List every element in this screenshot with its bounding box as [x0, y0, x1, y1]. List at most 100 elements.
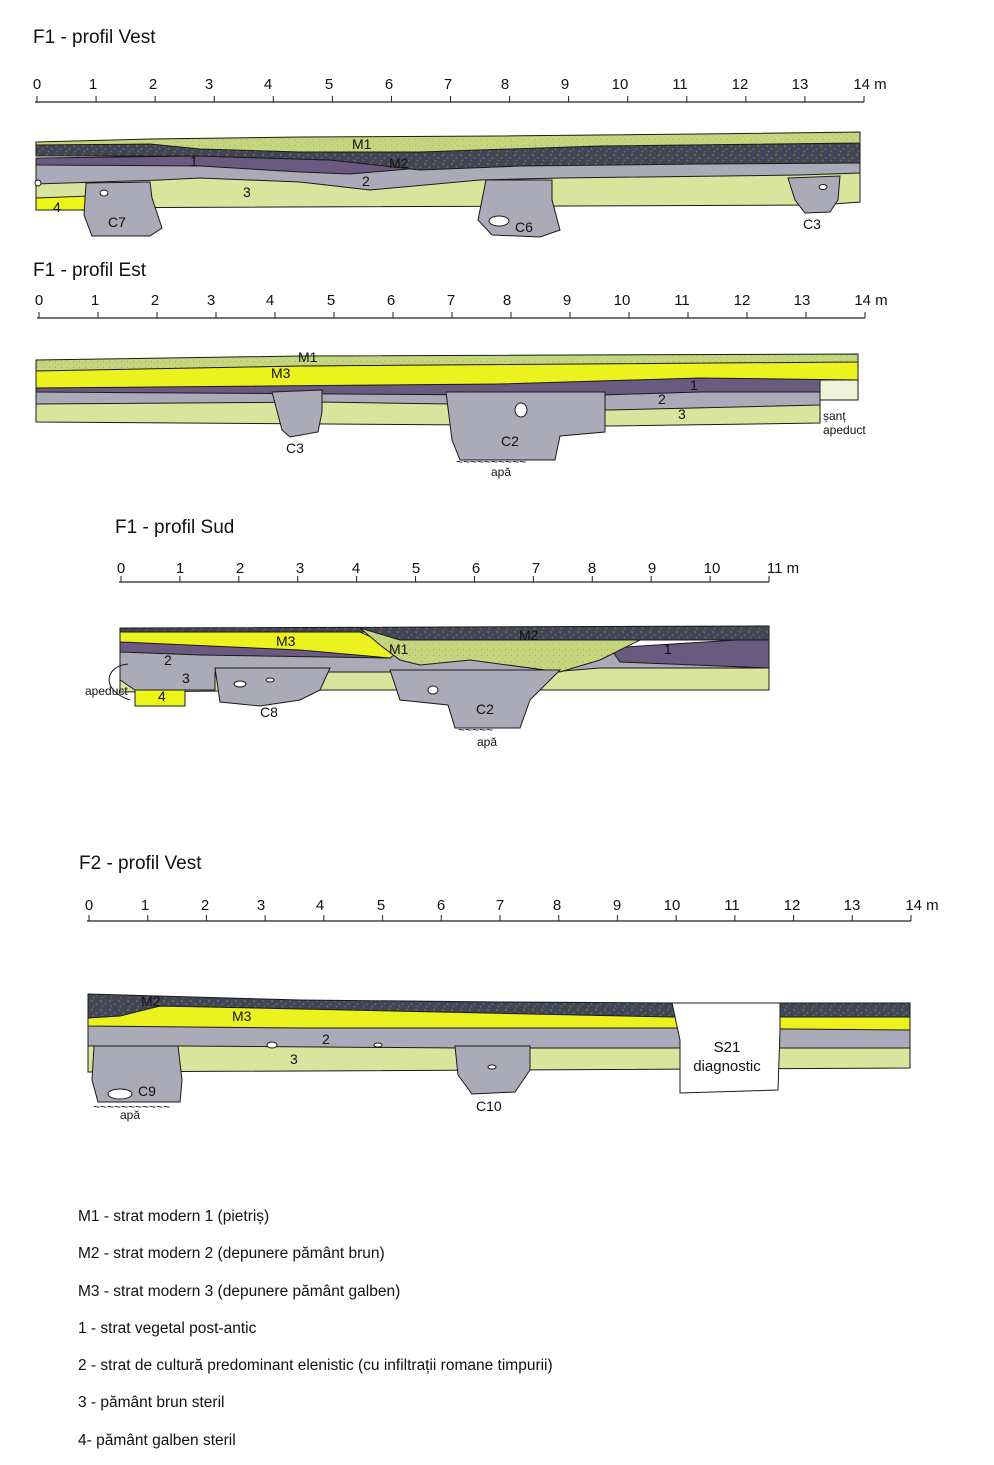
feature-c10 — [454, 1045, 531, 1095]
stone — [487, 1064, 497, 1070]
tick-label: 10 — [614, 292, 631, 309]
note-water: apă — [120, 1108, 140, 1122]
tick-label: 14 m — [905, 897, 938, 914]
tick-label: 2 — [151, 292, 159, 309]
stone — [34, 179, 42, 187]
legend-item-m2: M2 - strat modern 2 (depunere pământ bru… — [78, 1245, 385, 1263]
tick-label: 13 — [792, 76, 809, 93]
feature-c2 — [445, 391, 606, 461]
note-apeduct: apeduct — [85, 684, 128, 698]
feature-label-c2: C2 — [476, 701, 494, 717]
stone — [265, 677, 275, 683]
tick-label: 9 — [563, 292, 571, 309]
layer-m1 — [35, 353, 859, 372]
feature-c3 — [787, 175, 841, 214]
tick-label: 10 — [664, 897, 681, 914]
stone — [233, 680, 247, 688]
profile-f1-sud: F1 - profil Sud 0 1 2 3 4 5 6 7 8 9 10 1… — [85, 517, 799, 749]
section-layers — [87, 993, 911, 1103]
layer-label-m2: M2 — [519, 627, 539, 643]
note-sant: șanț — [823, 409, 846, 423]
layer-label-m1: M1 — [389, 641, 409, 657]
profile-title: F2 - profil Vest — [79, 853, 202, 874]
scale-bar: 0 1 2 3 4 5 6 7 8 9 10 11 12 13 14 m — [85, 897, 939, 922]
tick-label: 3 — [207, 292, 215, 309]
profile-f1-est: F1 - profil Est 0 1 2 3 4 5 6 7 8 9 10 1… — [33, 260, 888, 479]
layer-label-m3: M3 — [271, 365, 291, 381]
stone — [99, 189, 109, 197]
scale-bar: 0 1 2 3 4 5 6 7 8 9 10 11 m — [117, 560, 799, 583]
tick-label: 7 — [447, 292, 455, 309]
water-waves: ~~~~~~~~~~ — [456, 455, 526, 469]
stone — [818, 184, 828, 190]
tick-label: 2 — [236, 560, 244, 577]
feature-c3 — [271, 389, 323, 438]
water-waves: ~~~~~ — [458, 723, 493, 737]
tick-label: 11 — [672, 76, 688, 93]
stone — [427, 685, 439, 695]
legend-item-m3: M3 - strat modern 3 (depunere pământ gal… — [78, 1282, 401, 1300]
layer-label-1: 1 — [690, 377, 698, 393]
tick-label: 7 — [532, 560, 540, 577]
tick-label: 9 — [613, 897, 621, 914]
feature-c9 — [91, 1045, 183, 1103]
trench-label-s21: S21 — [714, 1039, 741, 1056]
profile-title: F1 - profil Sud — [115, 517, 234, 538]
tick-label: 9 — [561, 76, 569, 93]
tick-label: 12 — [732, 76, 749, 93]
feature-label-c3: C3 — [286, 440, 304, 456]
stone — [266, 1041, 278, 1049]
tick-label: 4 — [264, 76, 272, 93]
layer-label-4: 4 — [53, 199, 61, 215]
scale-ticks — [88, 915, 912, 921]
scale-bar: 0 1 2 3 4 5 6 7 8 9 10 11 12 13 14 m — [35, 292, 888, 319]
layer-label-m2: M2 — [141, 993, 161, 1009]
tick-label: 0 — [33, 76, 41, 93]
tick-label: 2 — [149, 76, 157, 93]
tick-label: 11 m — [767, 560, 799, 577]
tick-label: 3 — [296, 560, 304, 577]
apeduct-outline — [108, 663, 131, 701]
tick-label: 9 — [648, 560, 656, 577]
tick-label: 7 — [444, 76, 452, 93]
tick-label: 7 — [496, 897, 504, 914]
layer-m1 — [359, 627, 641, 673]
tick-label: 14 m — [853, 76, 886, 93]
trench-s21 — [671, 1002, 781, 1094]
tick-label: 6 — [387, 292, 395, 309]
layer-label-3: 3 — [243, 184, 251, 200]
layer-label-4: 4 — [158, 688, 166, 704]
layer-4 — [35, 195, 91, 211]
section-layers — [35, 353, 859, 461]
layer-label-m1: M1 — [298, 349, 318, 365]
profile-title: F1 - profil Vest — [33, 27, 156, 48]
tick-label: 0 — [117, 560, 125, 577]
feature-label-c7: C7 — [108, 214, 126, 230]
stone — [107, 1088, 133, 1100]
tick-label: 8 — [501, 76, 509, 93]
tick-label: 10 — [612, 76, 629, 93]
section-layers — [108, 625, 770, 729]
layer-label-1: 1 — [664, 641, 672, 657]
tick-label: 8 — [553, 897, 561, 914]
profile-f1-vest: F1 - profil Vest 0 1 2 3 4 5 6 7 8 9 10 … — [33, 27, 887, 238]
scale-ticks — [120, 576, 770, 582]
feature-label-c9: C9 — [138, 1083, 156, 1099]
water-waves: ~~~~~~~~~~~ — [93, 1100, 170, 1114]
layer-label-2: 2 — [164, 652, 172, 668]
tick-label: 6 — [472, 560, 480, 577]
section-layers — [34, 131, 861, 238]
layer-m1 — [35, 131, 861, 153]
legend-item-1: 1 - strat vegetal post-antic — [78, 1319, 257, 1337]
tick-label: 5 — [377, 897, 385, 914]
legend: M1 - strat modern 1 (pietriș) M2 - strat… — [78, 1198, 553, 1459]
feature-label-c8: C8 — [260, 704, 278, 720]
trench-label-diagnostic: diagnostic — [693, 1058, 761, 1075]
feature-label-c2: C2 — [501, 433, 519, 449]
layer-label-m3: M3 — [276, 633, 296, 649]
tick-label: 0 — [35, 292, 43, 309]
tick-label: 6 — [437, 897, 445, 914]
layer-label-3: 3 — [290, 1051, 298, 1067]
tick-label: 12 — [784, 897, 801, 914]
legend-item-2: 2 - strat de cultură predominant elenist… — [78, 1357, 553, 1375]
